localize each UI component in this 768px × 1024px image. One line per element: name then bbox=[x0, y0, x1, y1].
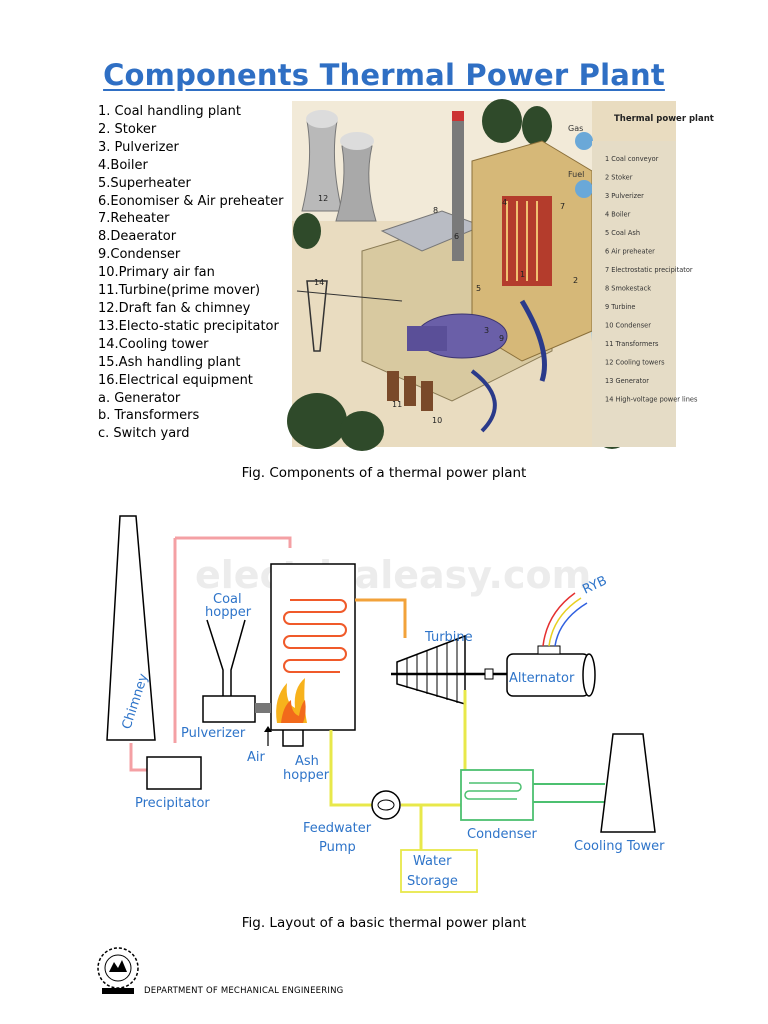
plant-legend-item: 9 Turbine bbox=[605, 303, 635, 311]
department-logo bbox=[97, 947, 139, 994]
component-item: 9.Condenser bbox=[98, 247, 181, 263]
precipitator-label: Precipitator bbox=[135, 796, 210, 811]
plant-figure-heading: Thermal power plant bbox=[614, 114, 714, 124]
plant-legend-item: 4 Boiler bbox=[605, 211, 631, 219]
precipitator bbox=[146, 756, 202, 790]
layout-diagram: electricaleasy.com Chimney Precipitator … bbox=[106, 515, 665, 893]
plant-callout-number: 6 bbox=[454, 232, 459, 241]
components-list: 1. Coal handling plant 2. Stoker 3. Pulver… bbox=[98, 103, 284, 443]
plant-legend-item: 7 Electrostatic precipitator bbox=[605, 266, 693, 274]
gas-label: Gas bbox=[568, 124, 583, 133]
figure-caption-layout: Fig. Layout of a basic thermal power pla… bbox=[241, 915, 527, 931]
condenser-label: Condenser bbox=[467, 827, 538, 842]
coal-hopper-label-2: hopper bbox=[205, 605, 252, 620]
feedwater-pump-label-1: Feedwater bbox=[303, 821, 372, 836]
component-item: 13.Electo-static precipitator bbox=[98, 318, 279, 334]
water-storage-label-2: Storage bbox=[407, 874, 458, 889]
component-item: b. Transformers bbox=[98, 408, 200, 424]
feedwater-line bbox=[329, 730, 373, 807]
plant-legend-item: 2 Stoker bbox=[605, 174, 633, 182]
plant-callout-number: 12 bbox=[318, 194, 328, 203]
plant-legend-item: 11 Transformers bbox=[605, 340, 659, 348]
plant-legend-item: 13 Generator bbox=[605, 377, 649, 385]
plant-callout-number: 3 bbox=[484, 326, 489, 335]
component-item: 15.Ash handling plant bbox=[98, 354, 241, 370]
component-item: 11.Turbine(prime mover) bbox=[98, 283, 261, 299]
turbine-label: Turbine bbox=[424, 630, 473, 645]
component-item: 1. Coal handling plant bbox=[98, 104, 241, 119]
plant-callout-number: 10 bbox=[432, 416, 442, 425]
water-storage bbox=[400, 849, 478, 893]
water-storage-label-1: Water bbox=[413, 854, 452, 869]
plant-callouts: 12 8 4 14 2 11 10 7 6 3 1 5 9 bbox=[314, 194, 578, 425]
component-item: a. Generator bbox=[98, 390, 181, 406]
chimney-duct bbox=[129, 743, 147, 772]
plant-callout-number: 5 bbox=[476, 284, 481, 293]
coal-hopper-label-1: Coal bbox=[213, 592, 242, 607]
superheater-coils bbox=[283, 599, 347, 673]
feedwater-pump-label-2: Pump bbox=[319, 840, 356, 855]
furnace-flames bbox=[276, 678, 307, 723]
component-item: 7.Reheater bbox=[98, 211, 170, 227]
chimney bbox=[106, 515, 156, 741]
alternator-label: Alternator bbox=[509, 671, 575, 686]
cooling-tower bbox=[600, 733, 656, 833]
air-label: Air bbox=[247, 750, 266, 765]
plant-legend-item: 3 Pulverizer bbox=[605, 192, 644, 200]
component-item: 16.Electrical equipment bbox=[98, 372, 253, 388]
steam-line bbox=[355, 598, 407, 638]
thermal-plant-illustration: Gas Fuel Thermal power plant 1 Coal conv… bbox=[287, 99, 714, 451]
component-item: 5.Superheater bbox=[98, 175, 191, 191]
component-item: 4.Boiler bbox=[98, 157, 148, 173]
component-item: c. Switch yard bbox=[98, 426, 190, 442]
plant-callout-number: 9 bbox=[499, 334, 504, 343]
cooling-tower-label: Cooling Tower bbox=[574, 839, 665, 854]
component-item: 8.Deaerator bbox=[98, 229, 177, 245]
plant-callout-number: 11 bbox=[392, 400, 402, 409]
fuel-label: Fuel bbox=[568, 170, 584, 179]
plant-legend-item: 14 High-voltage power lines bbox=[605, 396, 698, 404]
pulverizer bbox=[202, 695, 256, 723]
page-title: Components Thermal Power Plant bbox=[103, 58, 665, 92]
plant-legend-item: 1 Coal conveyor bbox=[605, 155, 659, 163]
ash-hopper bbox=[282, 730, 304, 747]
component-item: 12.Draft fan & chimney bbox=[98, 300, 251, 316]
figure-caption-components: Fig. Components of a thermal power plant bbox=[241, 465, 527, 481]
plant-legend: 1 Coal conveyor 2 Stoker 3 Pulverizer 4 Boi… bbox=[605, 155, 698, 404]
department-name: DEPARTMENT OF MECHANICAL ENGINEERING bbox=[144, 986, 344, 996]
plant-legend-item: 5 Coal Ash bbox=[605, 229, 640, 237]
pulverizer-label: Pulverizer bbox=[181, 726, 246, 741]
plant-legend-item: 6 Air preheater bbox=[605, 248, 655, 256]
ash-hopper-label-2: hopper bbox=[283, 768, 330, 783]
watermark: electricaleasy.com bbox=[195, 553, 591, 597]
plant-callout-number: 1 bbox=[520, 270, 525, 279]
plant-callout-number: 8 bbox=[433, 206, 438, 215]
ash-hopper-label-1: Ash bbox=[295, 754, 319, 769]
burner-feed bbox=[255, 703, 271, 713]
component-item: 14.Cooling tower bbox=[98, 336, 209, 352]
plant-legend-item: 8 Smokestack bbox=[605, 285, 651, 293]
plant-callout-number: 4 bbox=[502, 198, 507, 207]
flue-gas-duct bbox=[175, 536, 292, 548]
component-item: 10.Primary air fan bbox=[98, 265, 215, 281]
component-item: 2. Stoker bbox=[98, 121, 157, 137]
component-item: 3. Pulverizer bbox=[98, 139, 179, 155]
condenser bbox=[460, 769, 534, 821]
plant-legend-item: 12 Cooling towers bbox=[605, 359, 665, 367]
component-item: 6.Eonomiser & Air preheater bbox=[98, 193, 284, 209]
plant-callout-number: 2 bbox=[573, 276, 578, 285]
plant-callout-number: 7 bbox=[560, 202, 565, 211]
plant-callout-number: 14 bbox=[314, 278, 324, 287]
plant-legend-item: 10 Condenser bbox=[605, 322, 651, 330]
